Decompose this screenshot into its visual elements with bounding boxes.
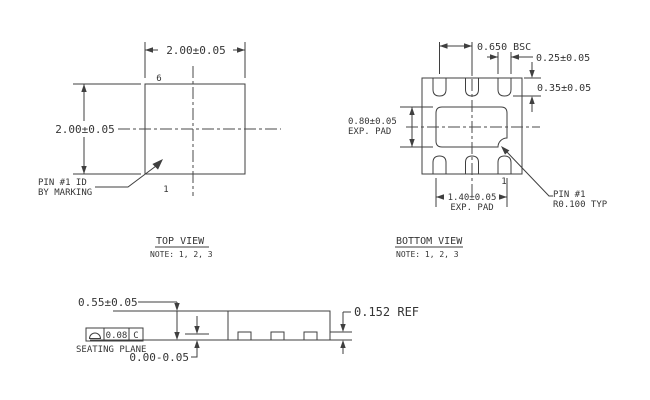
pin1-callout-text-line2: R0.100 TYP bbox=[553, 200, 608, 210]
fcf-frame bbox=[85, 327, 144, 342]
top-view: 2.00±0.05 2.00±0.05 6 1 PIN #1 ID BY MAR… bbox=[38, 42, 281, 259]
pin1-marker-arrowhead bbox=[152, 159, 163, 170]
epad-width-dimension-label: EXP. PAD bbox=[450, 203, 493, 213]
arrowhead bbox=[409, 107, 415, 115]
pin1-id-text-line2: BY MARKING bbox=[38, 188, 92, 198]
top-width-dimension-text: 2.00±0.05 bbox=[166, 44, 226, 57]
pad-length-dimension-text: 0.35±0.05 bbox=[537, 83, 591, 94]
arrowhead bbox=[145, 47, 153, 53]
pin1-id-callout: PIN #1 ID BY MARKING bbox=[38, 159, 163, 198]
arrowhead bbox=[340, 340, 346, 348]
top-view-centerlines bbox=[118, 66, 281, 196]
bottom-view: 0.650 BSC 0.25±0.05 0.35±0.05 bbox=[348, 42, 608, 259]
leader-line bbox=[191, 348, 198, 358]
arrowhead bbox=[464, 43, 472, 49]
leader-line bbox=[505, 150, 553, 197]
pad bbox=[497, 155, 512, 174]
pin1-number: 1 bbox=[501, 177, 506, 187]
terminal bbox=[303, 331, 318, 341]
pin6-number: 6 bbox=[156, 74, 161, 84]
pad bbox=[432, 155, 447, 174]
side-view: 0.55±0.05 0.00-0.05 0.08 C SEATING PLANE bbox=[76, 296, 419, 364]
pitch-dimension-text: 0.650 BSC bbox=[477, 42, 531, 53]
arrowhead bbox=[174, 332, 180, 340]
pad-width-dimension-text: 0.25±0.05 bbox=[536, 53, 590, 64]
epad-height-dimension-label: EXP. PAD bbox=[348, 127, 391, 137]
pad-length-dimension: 0.35±0.05 bbox=[513, 62, 591, 112]
top-width-dimension: 2.00±0.05 bbox=[144, 42, 246, 78]
bottom-view-title-block: BOTTOM VIEW NOTE: 1, 2, 3 bbox=[395, 236, 463, 259]
pitch-dimension: 0.650 BSC bbox=[439, 42, 531, 74]
pin1-radius-callout: PIN #1 R0.100 TYP bbox=[501, 146, 608, 210]
arrowhead bbox=[81, 84, 87, 92]
standoff-dimension: 0.00-0.05 bbox=[129, 316, 200, 364]
top-height-dimension-text: 2.00±0.05 bbox=[55, 123, 115, 136]
arrowhead bbox=[501, 146, 510, 155]
arrowhead bbox=[511, 54, 519, 60]
arrowhead bbox=[409, 139, 415, 147]
side-height-dimension: 2.00±0.05 bbox=[55, 83, 141, 175]
arrowhead bbox=[499, 194, 507, 200]
pad bbox=[432, 78, 447, 97]
arrowhead bbox=[340, 324, 346, 332]
exposed-pad-outline bbox=[435, 106, 508, 148]
top-view-note: NOTE: 1, 2, 3 bbox=[150, 250, 213, 259]
pad-width-dimension: 0.25±0.05 bbox=[487, 52, 590, 74]
pin1-id-text-line1: PIN #1 ID bbox=[38, 178, 87, 188]
epad-height-dimension-text: 0.80±0.05 bbox=[348, 117, 397, 127]
arrowhead bbox=[436, 194, 444, 200]
arrowhead bbox=[490, 54, 498, 60]
pin1-number: 1 bbox=[163, 185, 168, 195]
pin1-callout-text-line1: PIN #1 bbox=[553, 190, 586, 200]
top-view-title-block: TOP VIEW NOTE: 1, 2, 3 bbox=[150, 236, 213, 259]
body-height-dimension-text: 0.55±0.05 bbox=[78, 296, 138, 309]
terminal bbox=[237, 331, 252, 341]
arrowhead bbox=[529, 96, 535, 104]
arrowhead bbox=[174, 303, 180, 311]
lead-thickness-dimension: 0.152 REF bbox=[330, 305, 419, 354]
bottom-view-note: NOTE: 1, 2, 3 bbox=[396, 250, 459, 259]
pad bbox=[497, 78, 512, 97]
arrowhead bbox=[81, 166, 87, 174]
pad bbox=[465, 155, 479, 174]
seating-plane-label: SEATING PLANE bbox=[76, 345, 146, 355]
epad-height-dimension: 0.80±0.05 EXP. PAD bbox=[348, 106, 433, 148]
standoff-dimension-text: 0.00-0.05 bbox=[129, 351, 189, 364]
body-height-dimension: 0.55±0.05 bbox=[78, 296, 180, 340]
epad-width-dimension-text: 1.40±0.05 bbox=[448, 193, 497, 203]
fcf-tolerance-text: 0.08 bbox=[106, 331, 128, 341]
terminal bbox=[270, 331, 285, 341]
top-view-title: TOP VIEW bbox=[156, 236, 205, 247]
arrowhead bbox=[439, 43, 448, 49]
arrowhead bbox=[194, 326, 200, 334]
flatness-feature-control-frame: 0.08 C SEATING PLANE bbox=[76, 327, 146, 355]
epad-width-dimension: 1.40±0.05 EXP. PAD bbox=[435, 178, 508, 213]
fcf-datum-text: C bbox=[133, 331, 138, 341]
leader-line bbox=[95, 165, 157, 188]
bottom-edge-pads bbox=[432, 155, 512, 174]
bottom-view-centerlines bbox=[406, 58, 540, 198]
bottom-view-title: BOTTOM VIEW bbox=[396, 236, 463, 247]
arrowhead bbox=[529, 70, 535, 78]
flatness-symbol-icon bbox=[88, 332, 102, 339]
arrowhead bbox=[237, 47, 245, 53]
arrowhead bbox=[194, 340, 200, 348]
side-view-terminals bbox=[237, 331, 318, 341]
lead-thickness-dimension-text: 0.152 REF bbox=[354, 305, 419, 319]
side-view-body-outline bbox=[227, 310, 331, 341]
